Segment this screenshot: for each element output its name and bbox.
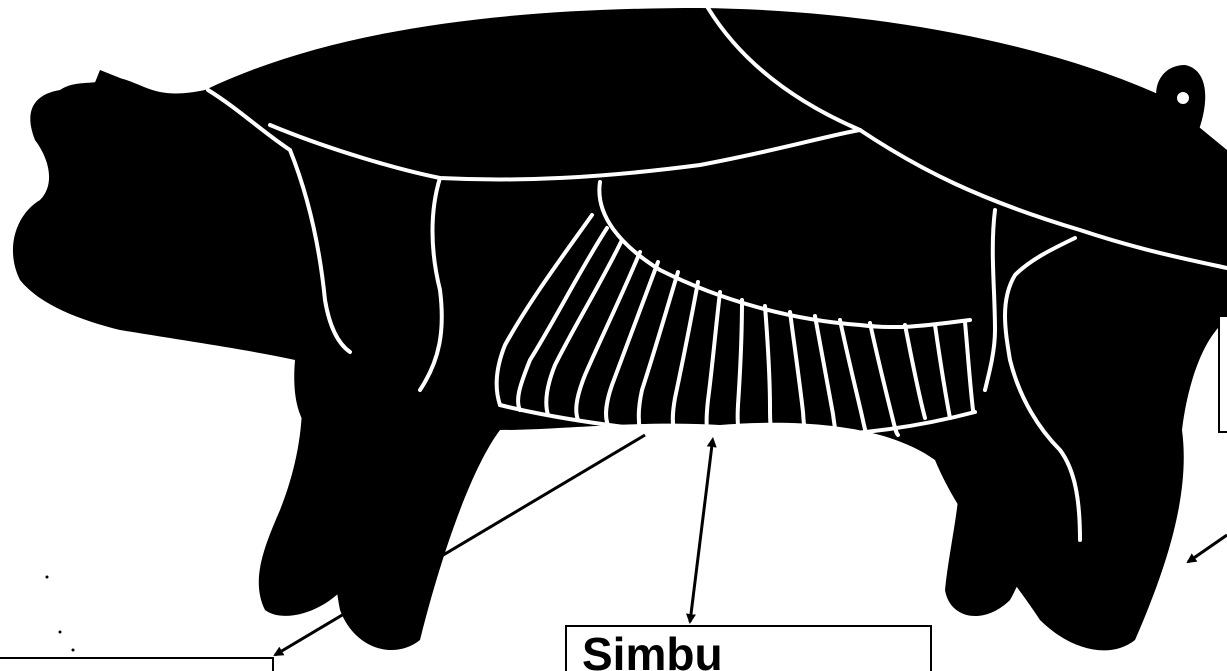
label-box-left (0, 657, 274, 671)
pig-silhouette (13, 8, 1227, 650)
label-simbu: Simbu (582, 628, 723, 671)
stray-dots (46, 576, 75, 652)
pig-body (13, 8, 1227, 650)
label-box-right (1218, 315, 1227, 433)
arrow-to-rear-leg (1188, 535, 1227, 562)
pig-tail-hole (1177, 92, 1189, 104)
arrow-simbu-double (690, 445, 712, 622)
